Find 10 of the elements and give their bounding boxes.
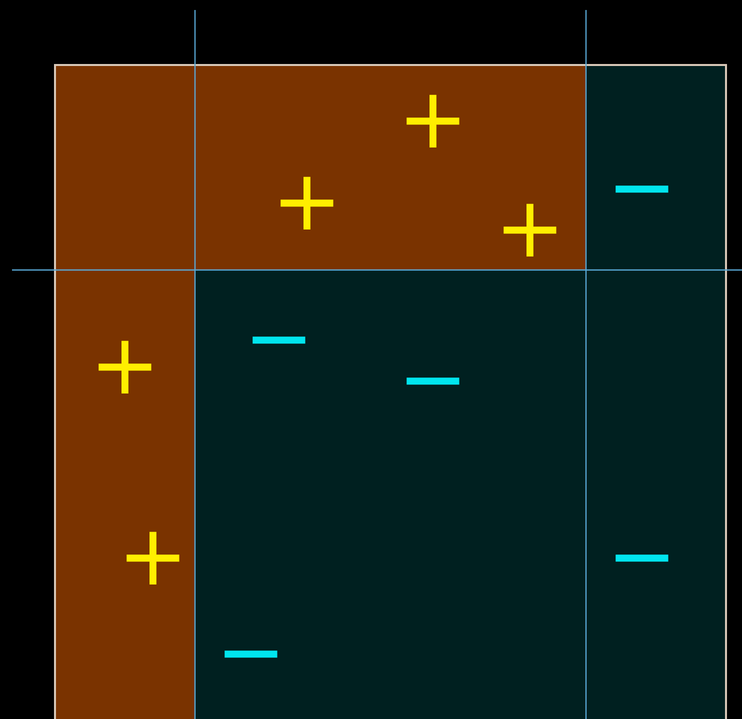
class-label: − [244,295,314,380]
class-label: + [118,513,188,598]
class-label: + [272,158,342,242]
class-label: + [398,76,468,160]
class-label: − [606,144,678,228]
class-label: + [90,322,160,406]
class-label: − [398,336,468,420]
class-label: + [494,185,566,270]
class-label: − [606,513,678,598]
class-label: − [216,609,286,694]
